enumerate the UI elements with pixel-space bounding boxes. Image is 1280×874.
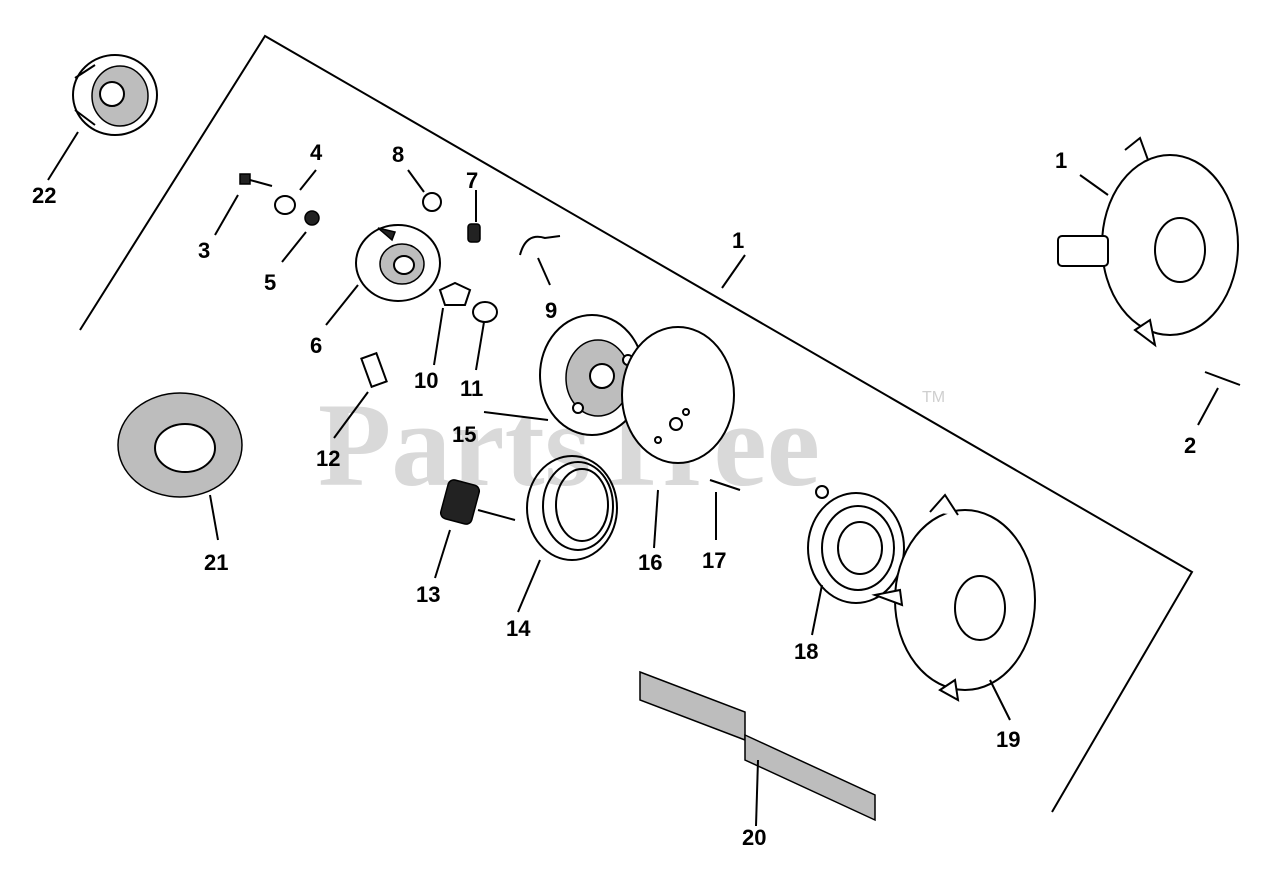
part-20-strips[interactable] (639, 670, 876, 822)
callout-7: 7 (466, 168, 478, 193)
callout-20: 20 (742, 825, 766, 850)
callout-12: 12 (316, 446, 340, 471)
part-17-screw[interactable] (709, 479, 741, 491)
callout-19: 19 (996, 727, 1020, 752)
part-7-spring[interactable] (467, 223, 481, 243)
part-21-friction-disc[interactable] (117, 392, 243, 498)
callout-13: 13 (416, 582, 440, 607)
part-19-housing[interactable] (871, 493, 1036, 702)
part-1-housing-assembly[interactable] (1057, 136, 1239, 348)
callout-1-upper: 1 (1055, 148, 1067, 173)
callout-2: 2 (1184, 433, 1196, 458)
part-15-pulley[interactable] (539, 314, 645, 436)
callout-11: 11 (460, 376, 483, 401)
part-9-spring[interactable] (519, 235, 561, 256)
callout-17: 17 (702, 548, 726, 573)
callout-5: 5 (264, 270, 276, 295)
part-10-pawl[interactable] (438, 281, 472, 306)
callout-10: 10 (414, 368, 438, 393)
callout-15: 15 (452, 422, 476, 447)
callout-8: 8 (392, 142, 404, 167)
assembly-bracket (79, 34, 1194, 813)
part-5-ring[interactable] (304, 210, 320, 226)
callout-labels: 1 1 2 3 4 5 6 7 8 9 10 11 12 13 14 15 16… (32, 140, 1196, 850)
callout-16: 16 (638, 550, 662, 575)
callout-1: 1 (732, 228, 744, 253)
callout-14: 14 (506, 616, 531, 641)
callout-6: 6 (310, 333, 322, 358)
part-12-pin[interactable] (360, 351, 388, 389)
callout-18: 18 (794, 639, 818, 664)
leader-lines (47, 131, 1219, 827)
part-11-washer[interactable] (472, 301, 498, 323)
callout-4: 4 (310, 140, 323, 165)
watermark-trademark: TM (922, 389, 945, 406)
part-2-screw[interactable] (1204, 371, 1241, 386)
callout-21: 21 (204, 550, 228, 575)
callout-9: 9 (545, 298, 557, 323)
part-8-nut[interactable] (422, 192, 442, 212)
part-18-recoil-spring[interactable] (807, 485, 905, 604)
callout-22: 22 (32, 183, 56, 208)
callout-3: 3 (198, 238, 210, 263)
part-13-handle[interactable] (439, 479, 516, 526)
part-6-hub[interactable] (355, 224, 441, 302)
part-22-gear[interactable] (72, 54, 158, 136)
part-3-bolt[interactable] (239, 173, 273, 187)
part-14-rope[interactable] (526, 455, 618, 561)
part-4-washer[interactable] (274, 195, 296, 215)
part-16-disc[interactable] (621, 326, 735, 464)
